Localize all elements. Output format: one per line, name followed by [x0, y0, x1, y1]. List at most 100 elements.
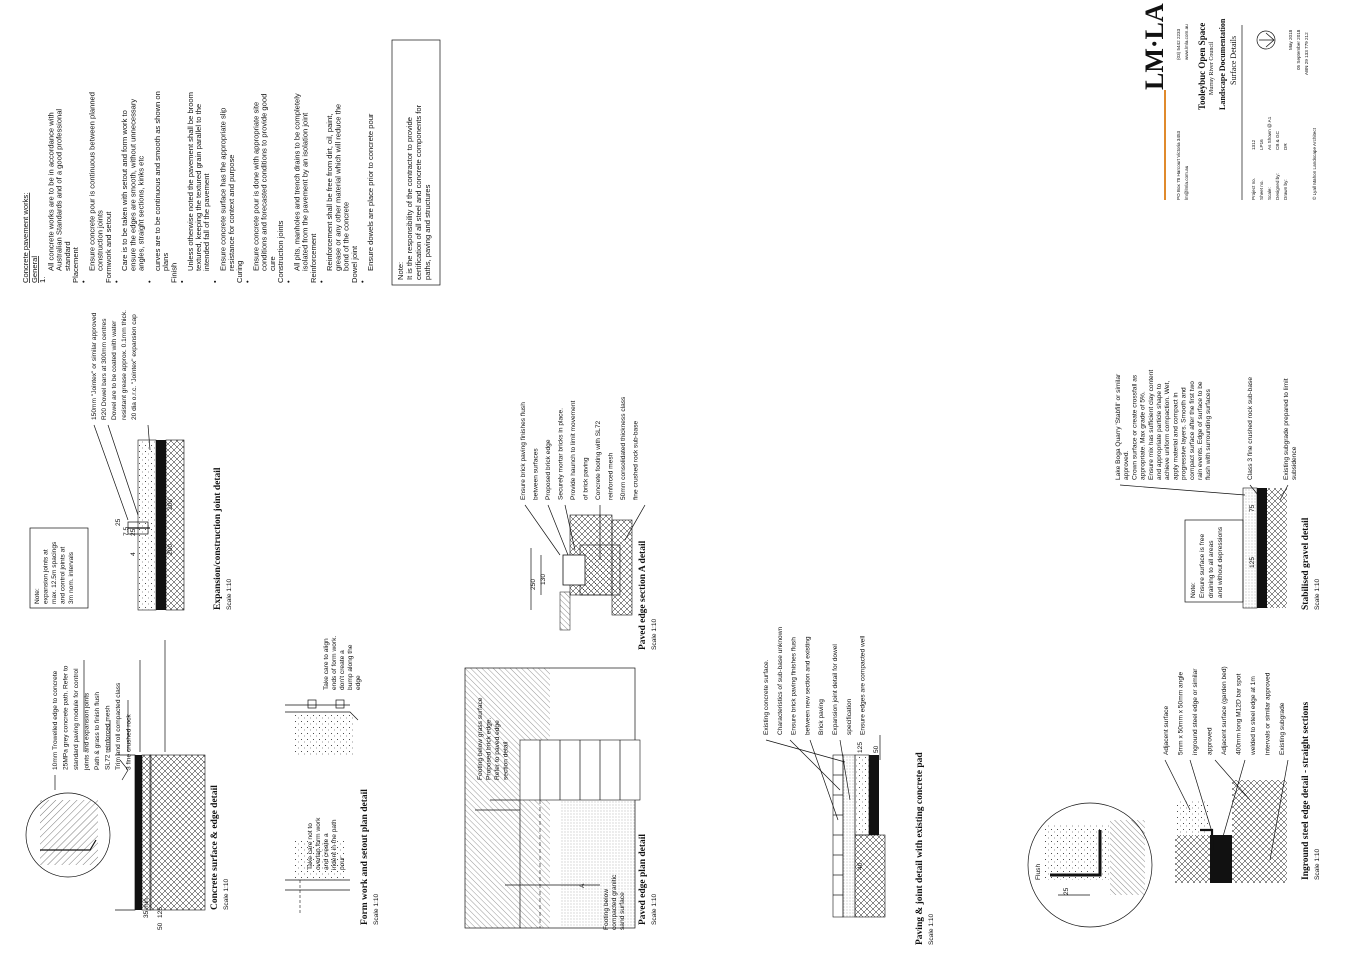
concrete-label-5: SL72 reinforced mesh [105, 705, 112, 770]
expansion-title: Expansion/construction joint detail [213, 467, 223, 610]
steel-label-0: Adjacent surface [1163, 706, 1170, 755]
exp-note-line-3: and control joints at [60, 547, 67, 604]
paved-marker-a: A [579, 883, 586, 888]
paving-label-2: Ensure brick paving finishes flush [791, 637, 798, 735]
steel-callout-25: 25 [1063, 887, 1070, 895]
tb-email: lm@lmla.com.au [1184, 165, 1189, 200]
form-label-b-4: edge [355, 675, 362, 690]
spec-line-21: intended fall of the pavement [202, 173, 211, 271]
gravel-label-14: subsidence [1291, 446, 1298, 480]
tb-revision-date: 05 September 2018 [1296, 29, 1301, 70]
tb-phone: (03) 5442 2233 [1176, 28, 1181, 60]
spec-line-18: • [178, 280, 187, 283]
tb-field-label-1: Sheet no. [1259, 180, 1264, 200]
tb-field-value-1: LP16 [1259, 139, 1264, 150]
gravel-label-1: approved. [1123, 451, 1130, 480]
steel-label-8: Existing subgrade [1279, 702, 1286, 755]
spec-line-3: Australian Standards and of a good profe… [55, 109, 64, 271]
paving-label-0: Existing concrete surface. [763, 659, 770, 735]
concrete-title: Concrete surface & edge detail [210, 785, 220, 910]
tb-copyright: © Lyall Mahon Landscape Architect [1311, 127, 1317, 200]
exp-dim-25b: 25 [130, 528, 137, 536]
exp-dim-4: 4 [130, 552, 137, 556]
exp-note-line-1: expansion joints at [43, 549, 50, 604]
paved-section-scale: Scale 1:10 [651, 619, 658, 650]
steel-label-5: 400mm long M12D bar spot [1236, 673, 1243, 755]
brand-logo: LM·LA [1140, 3, 1169, 90]
exp-note-line-2: max. 12.5m spacings [51, 541, 58, 604]
spec-line-1: 1. [38, 277, 47, 283]
steel-callout-flush: Flush [1035, 864, 1042, 880]
north-arrow-icon [1256, 30, 1276, 50]
form-label-a-3: indent in the path [331, 819, 338, 870]
exp-note-line-0: Note: [34, 588, 41, 604]
spec-note-lines: It is the responsibility of the contract… [405, 104, 432, 280]
spec-note-title: Note: [396, 262, 405, 280]
spec-line-33: isolated from the pavement by an isolati… [301, 112, 310, 271]
tb-field-value-0: 1312 [1251, 139, 1256, 150]
gravel-label-12: Class 3 fine crushed rock sub-base [1247, 377, 1254, 480]
tb-project: Tooleybuc Open Space [1197, 23, 1207, 110]
paved-plan-scale: Scale 1:10 [651, 894, 658, 925]
paved-plan-label-1: Proposed brick edge. [486, 718, 493, 780]
concrete-dim-50: 50 [157, 922, 164, 930]
spec-line-37: grease or any other material which will … [333, 104, 342, 271]
spec-line-9: Formwork and setout [104, 211, 113, 283]
spec-line-11: Care is to be taken with setout and form… [120, 110, 129, 271]
paved-section-label-3: Securely mortar bricks in place. [558, 408, 565, 500]
gravel-label-10: rain events. Edge of surface to be [1197, 381, 1204, 480]
spec-line-13: angles, straight sections, kinks etc [137, 156, 146, 271]
brand-accent-line [1164, 90, 1166, 200]
spec-line-30: Construction joints [276, 220, 285, 283]
concrete-label-4: Path & grass to finish flush [94, 692, 101, 770]
steel-label-6: welded to steel edge at 1m [1250, 676, 1257, 756]
spec-note-line-1: certification of all steel and concrete … [414, 104, 423, 280]
spec-line-24: resistance for context and purpose [227, 154, 236, 271]
exp-dim-25: 25 [115, 518, 122, 526]
spec-line-25: Curing [235, 261, 244, 283]
spec-line-39: Dowel joint [350, 245, 359, 283]
spec-line-16: plans [161, 253, 170, 271]
spec-note-line-2: paths, paving and structures [423, 184, 432, 280]
paved-plan-bricks [519, 739, 641, 928]
tb-field-label-4: Drawn by: [1283, 179, 1288, 200]
spec-note-box [391, 39, 441, 286]
concrete-label-2: standard paving module for control [73, 668, 80, 770]
detail-paved-edge-section: 250 130 Ensure brick paving finishes flu… [520, 396, 658, 650]
gravel-dim-75: 75 [1249, 504, 1256, 512]
exp-dim-200a: 200 [167, 544, 174, 555]
concrete-dim-125: 125 [157, 907, 164, 918]
gravel-dim-125: 125 [1249, 557, 1256, 568]
tb-address: PO Box 78 Harcourt Victoria 3453 [1176, 130, 1181, 200]
gravel-label-9: compact surface after the first two [1189, 381, 1196, 480]
concrete-scale: Scale 1:10 [223, 879, 230, 910]
spec-line-8: construction joints [96, 210, 105, 271]
spec-line-15: curves are to be continuous and smooth a… [153, 91, 162, 271]
concrete-callout-circle [25, 792, 111, 878]
tb-field-value-3: CB & GC [1275, 130, 1280, 150]
gravel-title: Stabilised gravel detail [1301, 517, 1311, 610]
paved-section-title: Paved edge section A detail [638, 540, 648, 650]
gravel-label-8: progressive layers. Smooth and [1181, 387, 1188, 480]
spec-line-28: conditions and forecasted conditions to … [260, 94, 269, 271]
tb-field-value-4: DR [1283, 143, 1288, 150]
gravel-label-2: Crown surface or create crossfall as [1131, 374, 1138, 480]
spec-line-10: • [112, 280, 121, 283]
concrete-label-7: 3 fine crushed rock [126, 714, 133, 770]
form-scale: Scale 1:10 [373, 894, 380, 925]
paving-dim-125: 125 [857, 742, 864, 753]
paved-plan-label-4: Footing below [603, 889, 610, 930]
spec-line-14: • [145, 280, 154, 283]
concrete-label-6: Trim and roll compacted class [115, 682, 122, 770]
form-label-b-0: Take care to align [323, 638, 330, 690]
gravel-label-13: Existing subgrade prepared to limit [1283, 378, 1290, 480]
gravel-note-line-2: draining to all areas [1208, 540, 1215, 598]
spec-line-17: Finish [169, 263, 178, 283]
tb-sheet-title: Surface Details [1229, 36, 1238, 85]
spec-heading: Concrete pavement works: [21, 193, 30, 283]
